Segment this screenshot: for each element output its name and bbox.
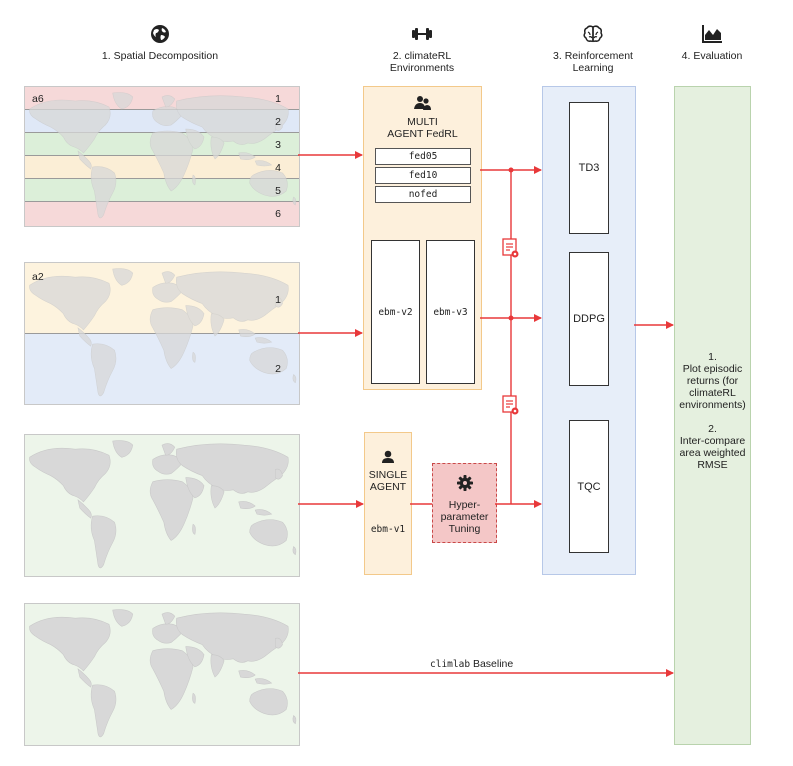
eval-item1-num: 1. [708,351,717,363]
band-number: 4 [275,162,281,174]
map-panel-baseline [24,603,300,746]
single-agent-env: SINGLE AGENT ebm-v1 [364,432,412,575]
eval-item1-text: Plot episodic [682,363,743,375]
single-agent-subtitle: AGENT [369,481,407,493]
eval-item2-num: 2. [708,423,717,435]
map-panel-single [24,434,300,577]
band-number: 5 [275,185,281,197]
map-panel-a6: a6 1 2 3 4 5 6 [24,86,300,227]
header-spatial-decomposition: 1. Spatial Decomposition [70,24,250,62]
env-ebm-v3: ebm-v3 [426,240,475,384]
option-nofed: nofed [375,186,471,203]
user-icon [382,450,394,463]
brain-icon [583,25,603,43]
hyper-line3: Tuning [448,523,481,535]
header-label-line2: Learning [572,62,614,74]
algorithm-ddpg: DDPG [569,252,609,386]
header-label: 1. Spatial Decomposition [101,50,219,62]
band-number: 1 [275,294,281,306]
globe-icon [151,25,169,43]
multi-agent-title: MULTI [407,116,438,128]
eval-item2-text: RMSE [697,459,728,471]
document-icon [502,238,519,258]
algorithm-td3: TD3 [569,102,609,234]
option-fed05: fed05 [375,148,471,165]
header-label: 4. Evaluation [681,50,743,62]
eval-item1-text: environments) [679,399,746,411]
document-icon [502,395,519,415]
band-number: 6 [275,208,281,220]
header-label-line2: Environments [389,62,455,74]
option-fed10: fed10 [375,167,471,184]
world-map [29,92,297,219]
hyperparameter-tuning: Hyper- parameter Tuning [432,463,497,543]
band-number: 2 [275,116,281,128]
band-number: 1 [275,93,281,105]
users-icon [414,96,431,110]
header-evaluation: 4. Evaluation [662,24,762,62]
multi-agent-subtitle: AGENT FedRL [387,128,458,140]
junction-dot [508,167,514,173]
junction-dot [508,315,514,321]
eval-item1-text: climateRL [689,387,736,399]
map-panel-a2: a2 1 2 [24,262,300,405]
world-map [29,268,297,397]
rl-algorithms-panel: TD3 DDPG TQC [542,86,636,575]
eval-item1-text: returns (for [686,375,739,387]
baseline-text: Baseline [470,658,514,670]
area-chart-icon [702,25,722,43]
env-ebm-v2: ebm-v2 [371,240,420,384]
hyper-line2: parameter [440,511,489,523]
env-ebm-v1: ebm-v1 [370,524,406,535]
band-number: 2 [275,363,281,375]
panel-label: a2 [32,271,44,283]
header-label-line1: 3. Reinforcement [553,50,633,62]
multi-agent-env: MULTI AGENT FedRL fed05 fed10 nofed ebm-… [363,86,482,390]
algorithm-tqc: TQC [569,420,609,553]
header-label-line1: 2. climateRL [392,50,452,62]
band-number: 3 [275,139,281,151]
gear-icon [457,475,473,491]
world-map [29,609,297,738]
dumbbell-icon [412,28,432,40]
header-climaterl-environments: 2. climateRL Environments [362,24,482,74]
header-reinforcement-learning: 3. Reinforcement Learning [533,24,653,74]
band-6 [25,202,299,226]
world-map [29,440,297,569]
hyper-line1: Hyper- [448,499,481,511]
evaluation-panel: 1. Plot episodic returns (for climateRL … [674,86,751,745]
eval-item2-text: Inter-compare [679,435,746,447]
baseline-code: climlab [430,659,471,670]
single-agent-title: SINGLE [368,469,408,481]
baseline-label: climlab Baseline [430,658,513,670]
eval-item2-text: area weighted [679,447,746,459]
panel-label: a6 [32,93,44,105]
